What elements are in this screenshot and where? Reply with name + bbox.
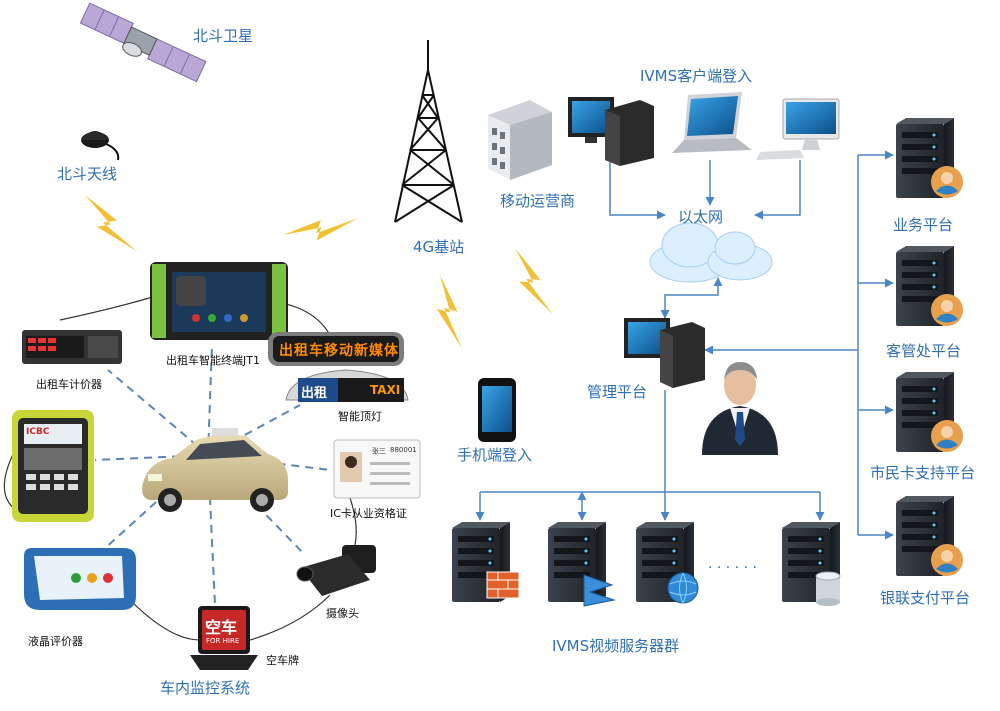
- led-sign-icon: [268, 332, 404, 366]
- label-camera: 摄像头: [326, 607, 359, 620]
- media-server-icon: [548, 522, 616, 607]
- network-links: [475, 150, 894, 540]
- label-taxi-terminal: 出租车智能终端JT1: [166, 354, 260, 367]
- firewall-server-icon: [452, 522, 520, 602]
- imac-icon: [756, 98, 840, 160]
- link-evaluator: [91, 454, 209, 561]
- gps-antenna-icon: [81, 131, 120, 161]
- led-sign-text: 出租车移动新媒体: [279, 343, 399, 359]
- label-citizen-card-platform: 市民卡支持平台: [870, 464, 976, 482]
- label-mobile-operator: 移动运营商: [500, 192, 576, 210]
- desktop-computer-icon: [568, 97, 654, 166]
- label-ivms-client-login: IVMS客户端登入: [640, 67, 753, 85]
- link-camera: [207, 454, 306, 556]
- vacant-sign-en-text: FOR HIRE: [206, 637, 240, 645]
- label-ethernet: 以太网: [678, 208, 724, 226]
- link-vacant: [207, 454, 216, 606]
- link-meter: [107, 369, 209, 456]
- administrator-person-icon: [702, 362, 778, 455]
- label-management-platform: 管理平台: [587, 383, 648, 401]
- card-reader-icon: [12, 410, 94, 522]
- management-computer-icon: [624, 318, 705, 388]
- label-ic-card: IC卡从业资格证: [330, 507, 407, 520]
- smartphone-icon: [478, 378, 516, 442]
- taximeter-device-icon: [22, 330, 122, 364]
- id-card-icon: [333, 439, 421, 499]
- cloud-icon: [649, 222, 773, 283]
- label-unionpay-platform: 银联支付平台: [880, 589, 971, 607]
- roof-light-icon: [285, 369, 409, 402]
- vacant-sign-cn-text: 空车: [205, 618, 238, 637]
- label-4g-tower: 4G基站: [413, 238, 465, 256]
- label-beidou-satellite: 北斗卫星: [193, 27, 254, 45]
- vacant-sign-icon: [190, 606, 258, 670]
- card-brand-text: ICBC: [26, 427, 50, 437]
- label-beidou-antenna: 北斗天线: [57, 165, 118, 183]
- label-in-car-monitoring: 车内监控系统: [160, 679, 251, 697]
- satellite-icon: [79, 2, 207, 83]
- label-video-server-group: IVMS视频服务器群: [552, 637, 680, 655]
- roof-sign-en-text: TAXI: [370, 383, 401, 397]
- laptop-icon: [672, 92, 752, 153]
- label-smart-roof-light: 智能顶灯: [338, 410, 382, 423]
- cell-tower-icon: [394, 40, 463, 223]
- terminal-device-icon: [150, 262, 288, 340]
- user-server-icon: [896, 118, 963, 198]
- label-taximeter: 出租车计价器: [36, 378, 102, 391]
- label-business-platform: 业务平台: [893, 216, 954, 234]
- id-card-number-text: 880001: [390, 446, 417, 454]
- label-vacant-sign: 空车牌: [266, 654, 299, 667]
- label-passenger-office-platform: 客管处平台: [886, 342, 962, 360]
- id-card-name-text: 张三: [372, 447, 386, 455]
- database-server-icon: [782, 522, 841, 606]
- label-lcd-evaluator: 液晶评价器: [28, 635, 83, 648]
- evaluator-cable: [129, 599, 201, 641]
- camera-icon: [296, 545, 376, 596]
- camera-cable: [249, 594, 331, 641]
- label-mobile-login: 手机端登入: [457, 446, 533, 464]
- office-building-icon: [488, 100, 552, 180]
- server-ellipsis: · · · · · ·: [708, 560, 757, 576]
- roof-sign-cn-text: 出租: [301, 386, 328, 401]
- web-server-icon: [636, 522, 699, 604]
- user-server-icon: [896, 372, 963, 452]
- user-server-icon: [896, 246, 963, 326]
- user-server-icon: [896, 496, 963, 576]
- taxi-car-icon: [142, 428, 288, 512]
- evaluator-icon: [24, 548, 136, 610]
